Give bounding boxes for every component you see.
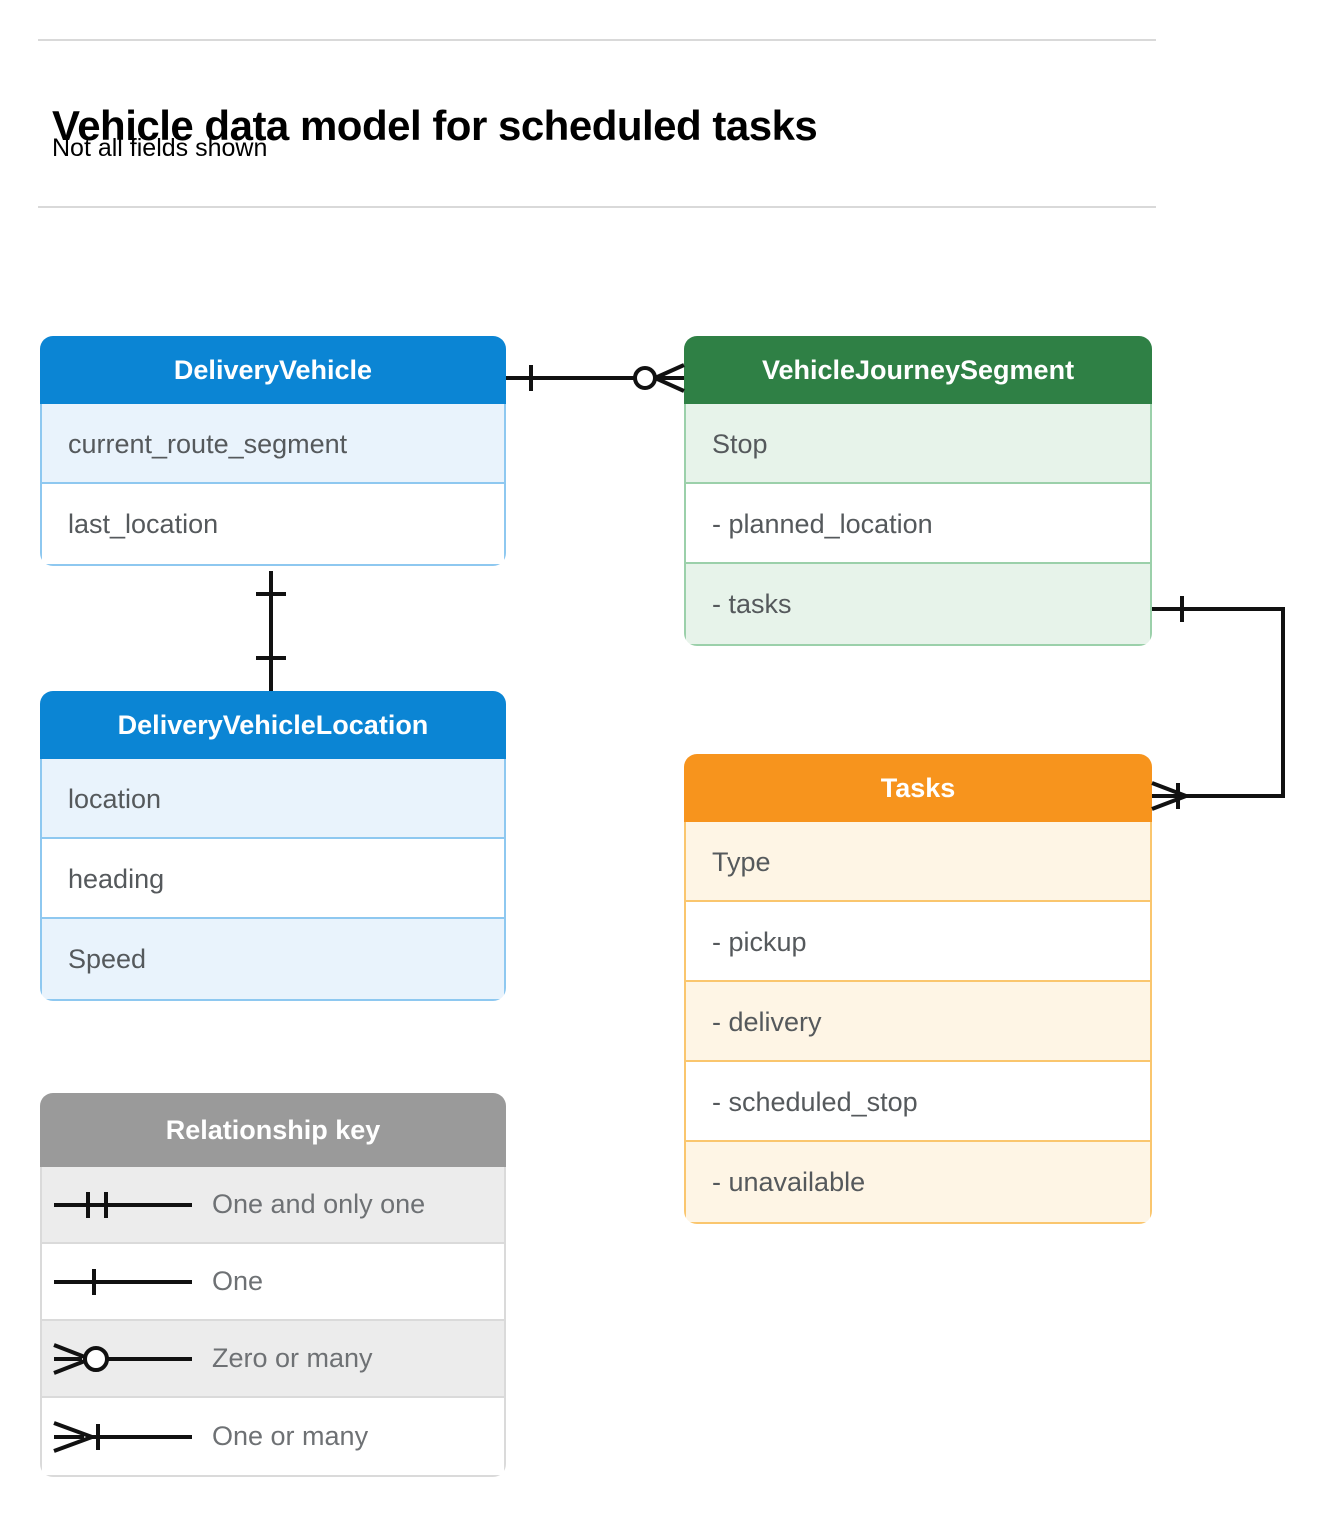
entity-field-list: Type - pickup - delivery - scheduled_sto…	[684, 822, 1152, 1224]
connector-journey-segment-tasks-to-tasks	[1151, 596, 1285, 811]
entity-field-list: location heading Speed	[40, 759, 506, 1001]
entity-vehicle-journey-segment[interactable]: VehicleJourneySegment Stop - planned_loc…	[684, 336, 1152, 646]
entity-field: - unavailable	[686, 1142, 1150, 1222]
one-icon	[42, 1265, 212, 1299]
entity-field: heading	[42, 839, 504, 919]
entity-header-delivery-vehicle-location: DeliveryVehicleLocation	[40, 691, 506, 759]
entity-delivery-vehicle-location[interactable]: DeliveryVehicleLocation location heading…	[40, 691, 506, 1001]
page-subtitle: Not all fields shown	[52, 134, 268, 162]
legend-title: Relationship key	[40, 1093, 506, 1167]
zero-or-many-icon	[42, 1342, 212, 1376]
connector-vehicle-to-journey-segment	[506, 363, 685, 393]
entity-field: location	[42, 759, 504, 839]
entity-field-list: Stop - planned_location - tasks	[684, 404, 1152, 646]
entity-field: - delivery	[686, 982, 1150, 1062]
legend-item-one: One	[42, 1244, 504, 1321]
header-divider-bottom	[38, 206, 1156, 208]
entity-field: current_route_segment	[42, 404, 504, 484]
entity-field: - pickup	[686, 902, 1150, 982]
legend-item-label: One and only one	[212, 1189, 426, 1219]
legend-row-list: One and only one One Zero	[40, 1167, 506, 1477]
entity-field: - scheduled_stop	[686, 1062, 1150, 1142]
legend-item-one-or-many: One or many	[42, 1398, 504, 1475]
entity-tasks[interactable]: Tasks Type - pickup - delivery - schedul…	[684, 754, 1152, 1224]
legend-item-zero-or-many: Zero or many	[42, 1321, 504, 1398]
relationship-key-legend: Relationship key One and only one One	[40, 1093, 506, 1477]
connector-vehicle-to-vehicle-location	[256, 571, 286, 691]
one-or-many-icon	[42, 1420, 212, 1454]
entity-field-list: current_route_segment last_location	[40, 404, 506, 566]
entity-field: Speed	[42, 919, 504, 999]
entity-field: Stop	[686, 404, 1150, 484]
entity-field: - planned_location	[686, 484, 1150, 564]
legend-item-label: One or many	[212, 1421, 369, 1451]
entity-field: last_location	[42, 484, 504, 564]
legend-item-one-and-only-one: One and only one	[42, 1167, 504, 1244]
entity-field: Type	[686, 822, 1150, 902]
legend-item-label: One	[212, 1266, 264, 1296]
entity-field: - tasks	[686, 564, 1150, 644]
legend-item-label: Zero or many	[212, 1343, 373, 1373]
one-and-only-one-icon	[42, 1188, 212, 1222]
header-divider-top	[38, 39, 1156, 41]
page-title: Vehicle data model for scheduled tasks	[52, 102, 818, 150]
entity-header-delivery-vehicle: DeliveryVehicle	[40, 336, 506, 404]
entity-delivery-vehicle[interactable]: DeliveryVehicle current_route_segment la…	[40, 336, 506, 566]
entity-header-tasks: Tasks	[684, 754, 1152, 822]
entity-header-vehicle-journey-segment: VehicleJourneySegment	[684, 336, 1152, 404]
